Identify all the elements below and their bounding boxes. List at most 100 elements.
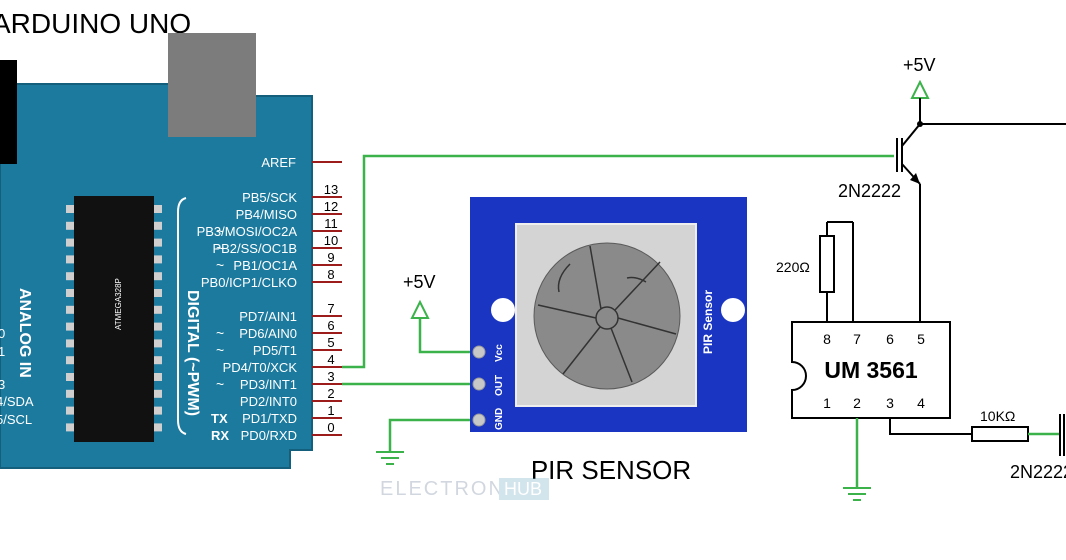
chip-leg-right <box>154 322 162 331</box>
wire-pin4-to-transistor <box>342 154 894 369</box>
digital-pin-number: 13 <box>324 182 338 197</box>
digital-pin-number: 8 <box>327 267 334 282</box>
chip-label: ATMEGA328P <box>114 278 123 330</box>
resistor-10k <box>971 426 1029 442</box>
digital-pin-label: PB3/MOSI/OC2A <box>197 224 298 239</box>
wire-pir-vcc <box>418 318 476 354</box>
chip-leg-right <box>154 289 162 297</box>
pwm-tilde: ~ <box>216 376 224 392</box>
chip-leg-left <box>66 406 74 415</box>
ic-pin-3: 3 <box>886 395 894 411</box>
digital-pin-label: PB2/SS/OC1B <box>212 241 297 256</box>
chip-leg-left <box>66 389 74 398</box>
pir-caption: PIR SENSOR <box>531 455 691 485</box>
transistor-supply-label: +5V <box>903 55 936 75</box>
analog-pin-0: 0 <box>0 326 5 341</box>
chip-leg-left <box>66 305 74 314</box>
ic-pin-6: 6 <box>886 331 894 347</box>
usb-connector <box>168 33 256 137</box>
digital-pin-number: 10 <box>324 233 338 248</box>
chip-leg-right <box>154 305 162 314</box>
digital-pin-number: 0 <box>327 420 334 435</box>
chip-leg-left <box>66 356 74 365</box>
wire-ic-pin3 <box>889 418 972 435</box>
digital-pin-label: PB1/OC1A <box>233 258 297 273</box>
ic-pin-1: 1 <box>823 395 831 411</box>
transistor-bottom-symbol <box>1059 414 1065 456</box>
digital-pin-number: 9 <box>327 250 334 265</box>
junction-dot <box>917 121 923 127</box>
digital-pin-serial-tag: TX <box>211 411 228 426</box>
digital-pin-label: PD0/RXD <box>241 428 297 443</box>
power-jack <box>0 60 17 164</box>
chip-leg-right <box>154 339 162 348</box>
pir-mount-hole-right <box>721 298 745 322</box>
pir-supply-label: +5V <box>403 272 436 292</box>
digital-pin-number: 12 <box>324 199 338 214</box>
ic-pin-2: 2 <box>853 395 861 411</box>
chip-leg-right <box>154 406 162 415</box>
pwm-tilde: ~ <box>216 342 224 358</box>
transistor-top-symbol <box>896 98 1066 322</box>
digital-pin-number: 7 <box>327 301 334 316</box>
pwm-tilde: ~ <box>216 257 224 273</box>
transistor-bottom-label: 2N2222 <box>1010 462 1066 482</box>
analog-pin-1: 1 <box>0 344 5 359</box>
um3561-ic: UM 3561 8 7 6 5 1 2 3 4 <box>791 321 951 419</box>
chip-leg-left <box>66 205 74 213</box>
ic-pin-5: 5 <box>917 331 925 347</box>
ic-label: UM 3561 <box>824 357 918 383</box>
digital-pin-label: PD7/AIN1 <box>239 309 297 324</box>
chip-leg-left <box>66 373 74 381</box>
digital-pwm-label: DIGITAL (~PWM) <box>184 290 201 416</box>
digital-pin-number: 5 <box>327 335 334 350</box>
pir-pin-out <box>472 377 486 391</box>
pir-pin-out-label: OUT <box>494 375 505 396</box>
atmega-chip: ATMEGA328P <box>66 196 162 442</box>
pir-module-label: PIR Sensor <box>701 290 715 354</box>
resistor-220 <box>819 221 854 322</box>
transistor-supply-arrow <box>910 79 930 99</box>
watermark-left: ELECTRONICS <box>380 478 544 500</box>
transistor-emitter-arrow <box>910 173 920 184</box>
digital-pin-number: 3 <box>327 369 334 384</box>
arduino-title: ARDUINO UNO <box>0 8 191 39</box>
chip-leg-left <box>66 339 74 348</box>
chip-leg-left <box>66 221 74 230</box>
pwm-tilde: ~ <box>216 240 224 256</box>
digital-pin-label: PD1/TXD <box>242 411 297 426</box>
digital-pin-label: PD4/T0/XCK <box>223 360 298 375</box>
digital-pin-number: 11 <box>324 216 338 231</box>
pwm-tilde: ~ <box>216 223 224 239</box>
analog-pin-4: 4/SDA <box>0 394 34 409</box>
chip-leg-right <box>154 221 162 230</box>
digital-pin-label: PD6/AIN0 <box>239 326 297 341</box>
pir-pin-vcc-label: Vcc <box>494 344 505 362</box>
aref-label: AREF <box>261 155 296 170</box>
digital-pin-number: 6 <box>327 318 334 333</box>
ic-pin-4: 4 <box>917 395 925 411</box>
wire-pir-gnd <box>388 418 476 452</box>
chip-leg-right <box>154 272 162 281</box>
digital-pin-number: 1 <box>327 403 334 418</box>
chip-leg-right <box>154 205 162 213</box>
chip-leg-left <box>66 238 74 247</box>
ic-ground-symbol <box>843 487 871 501</box>
ic-pin-7: 7 <box>853 331 861 347</box>
pir-pin-vcc <box>472 345 486 359</box>
digital-pin-label: PB4/MISO <box>236 207 297 222</box>
digital-pin-label: PD3/INT1 <box>240 377 297 392</box>
digital-pin-label: PD5/T1 <box>253 343 297 358</box>
pwm-tilde: ~ <box>216 325 224 341</box>
chip-leg-left <box>66 272 74 281</box>
resistor-220-label: 220Ω <box>776 259 810 275</box>
chip-leg-right <box>154 423 162 432</box>
pir-supply-arrow <box>410 299 430 319</box>
watermark-right: HUB <box>504 479 542 499</box>
digital-pin-label: PB0/ICP1/CLKO <box>201 275 297 290</box>
transistor-top-label: 2N2222 <box>838 181 901 201</box>
analog-pin-5: 5/SCL <box>0 412 32 427</box>
analog-pin-3: 3 <box>0 377 5 392</box>
digital-pin-label: PD2/INT0 <box>240 394 297 409</box>
chip-leg-left <box>66 255 74 264</box>
